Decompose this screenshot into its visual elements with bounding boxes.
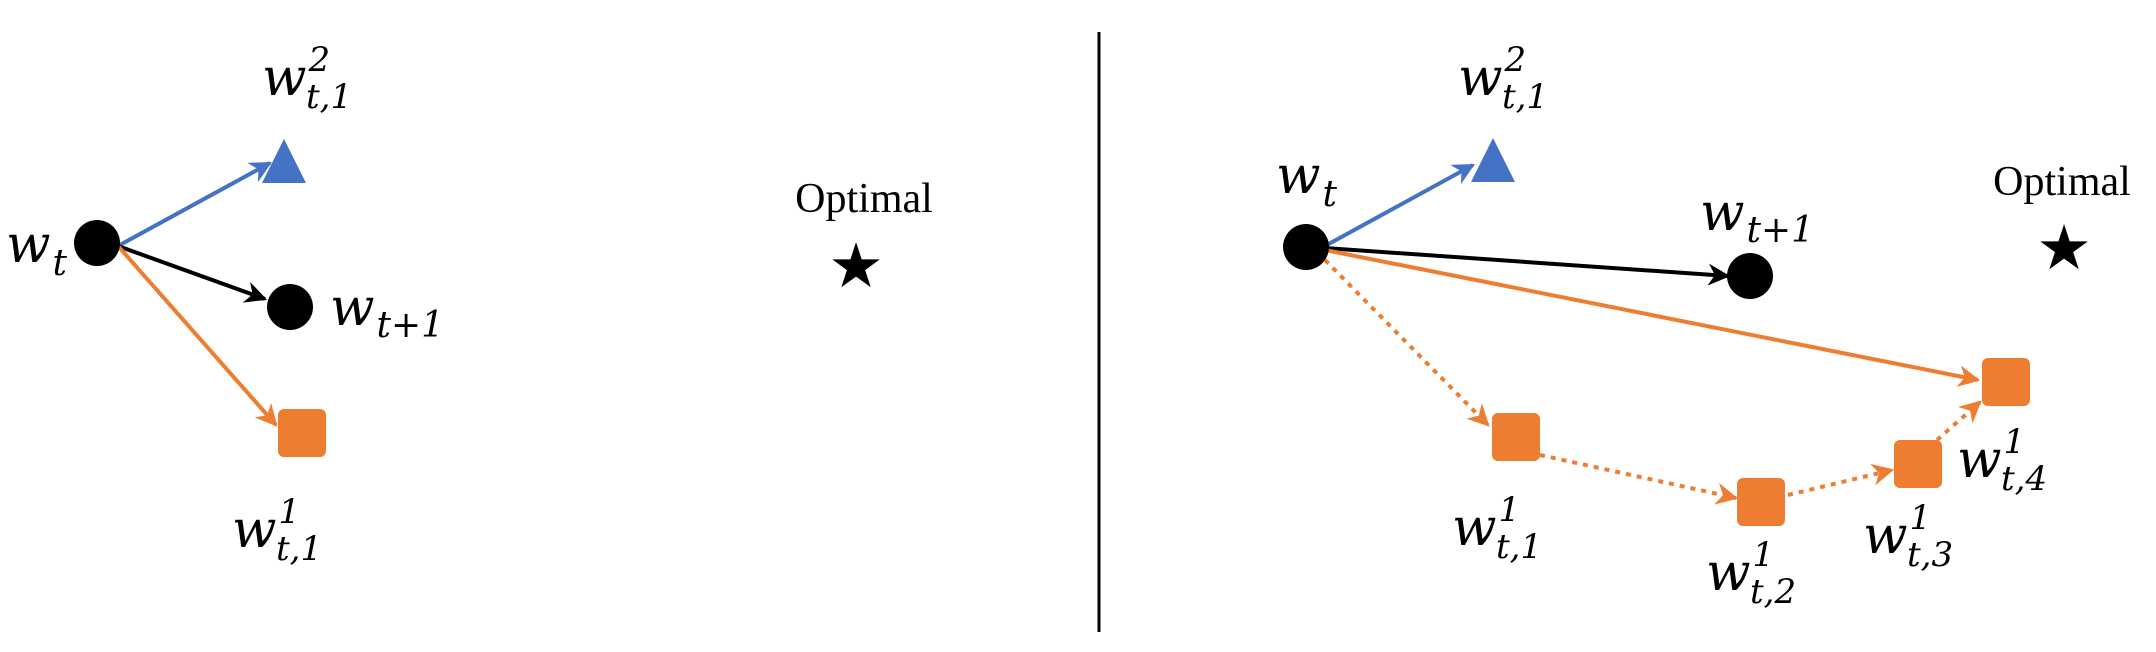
right-orange-dotted-1 <box>1323 258 1490 427</box>
right-label-wo2-sub: t,2 <box>1750 572 1796 612</box>
right-optimal-star-icon: ★ <box>2036 211 2092 284</box>
right-black-arrow <box>1324 246 1731 286</box>
right-label-wo4: w1 <box>1957 422 2025 490</box>
right-panel: Optimal ★ wt wt+1 w2 t,1 w1 t,1 w1 t,2 w… <box>1276 40 2131 612</box>
right-label-wblue: w2 <box>1458 40 1526 108</box>
right-orange-square-2 <box>1737 478 1785 526</box>
left-blue-arrow <box>117 161 272 248</box>
left-orange-arrow <box>116 244 278 427</box>
left-label-wblue: w2 <box>262 40 330 108</box>
right-orange-square-4 <box>1982 358 2030 406</box>
right-label-wo4-sub: t,4 <box>2001 459 2047 499</box>
right-blue-arrow <box>1324 163 1475 248</box>
right-orange-square-3 <box>1894 440 1942 488</box>
left-black-arrow <box>117 244 268 303</box>
right-label-wt: wt <box>1276 146 1338 215</box>
right-orange-square-1 <box>1492 413 1540 461</box>
right-label-wblue-sub: t,1 <box>1502 77 1548 117</box>
right-label-wo1: w1 <box>1452 490 1520 558</box>
left-label-wblue-sub: t,1 <box>306 77 352 117</box>
right-label-wo1-sub: t,1 <box>1496 527 1542 567</box>
left-label-wt: wt <box>6 215 68 284</box>
left-label-worange: w1 <box>232 492 300 560</box>
right-label-wnext: wt+1 <box>1700 183 1814 251</box>
right-orange-dotted-2 <box>1539 453 1739 505</box>
left-node-wt <box>74 220 120 266</box>
right-optimal-label: Optimal <box>1993 159 2131 205</box>
left-node-wnext <box>267 284 313 330</box>
left-optimal-label: Optimal <box>795 176 933 222</box>
right-label-wo2: w1 <box>1706 535 1774 603</box>
left-optimal-star-icon: ★ <box>828 229 884 302</box>
left-label-worange-sub: t,1 <box>276 529 322 569</box>
right-label-wo3-sub: t,3 <box>1907 535 1953 575</box>
left-label-wnext: wt+1 <box>330 278 444 346</box>
right-orange-solid-arrow <box>1324 248 1981 387</box>
left-panel: Optimal ★ wt wt+1 w2 t,1 w1 t,1 <box>6 40 933 569</box>
left-orange-square <box>278 409 326 457</box>
right-label-wo3: w1 <box>1863 498 1931 566</box>
right-node-wnext <box>1727 253 1773 299</box>
right-orange-dotted-3 <box>1787 463 1895 497</box>
right-node-wt <box>1283 224 1329 270</box>
right-orange-dotted-4 <box>1935 400 1982 442</box>
left-blue-triangle <box>262 139 306 183</box>
right-blue-triangle <box>1471 138 1515 182</box>
